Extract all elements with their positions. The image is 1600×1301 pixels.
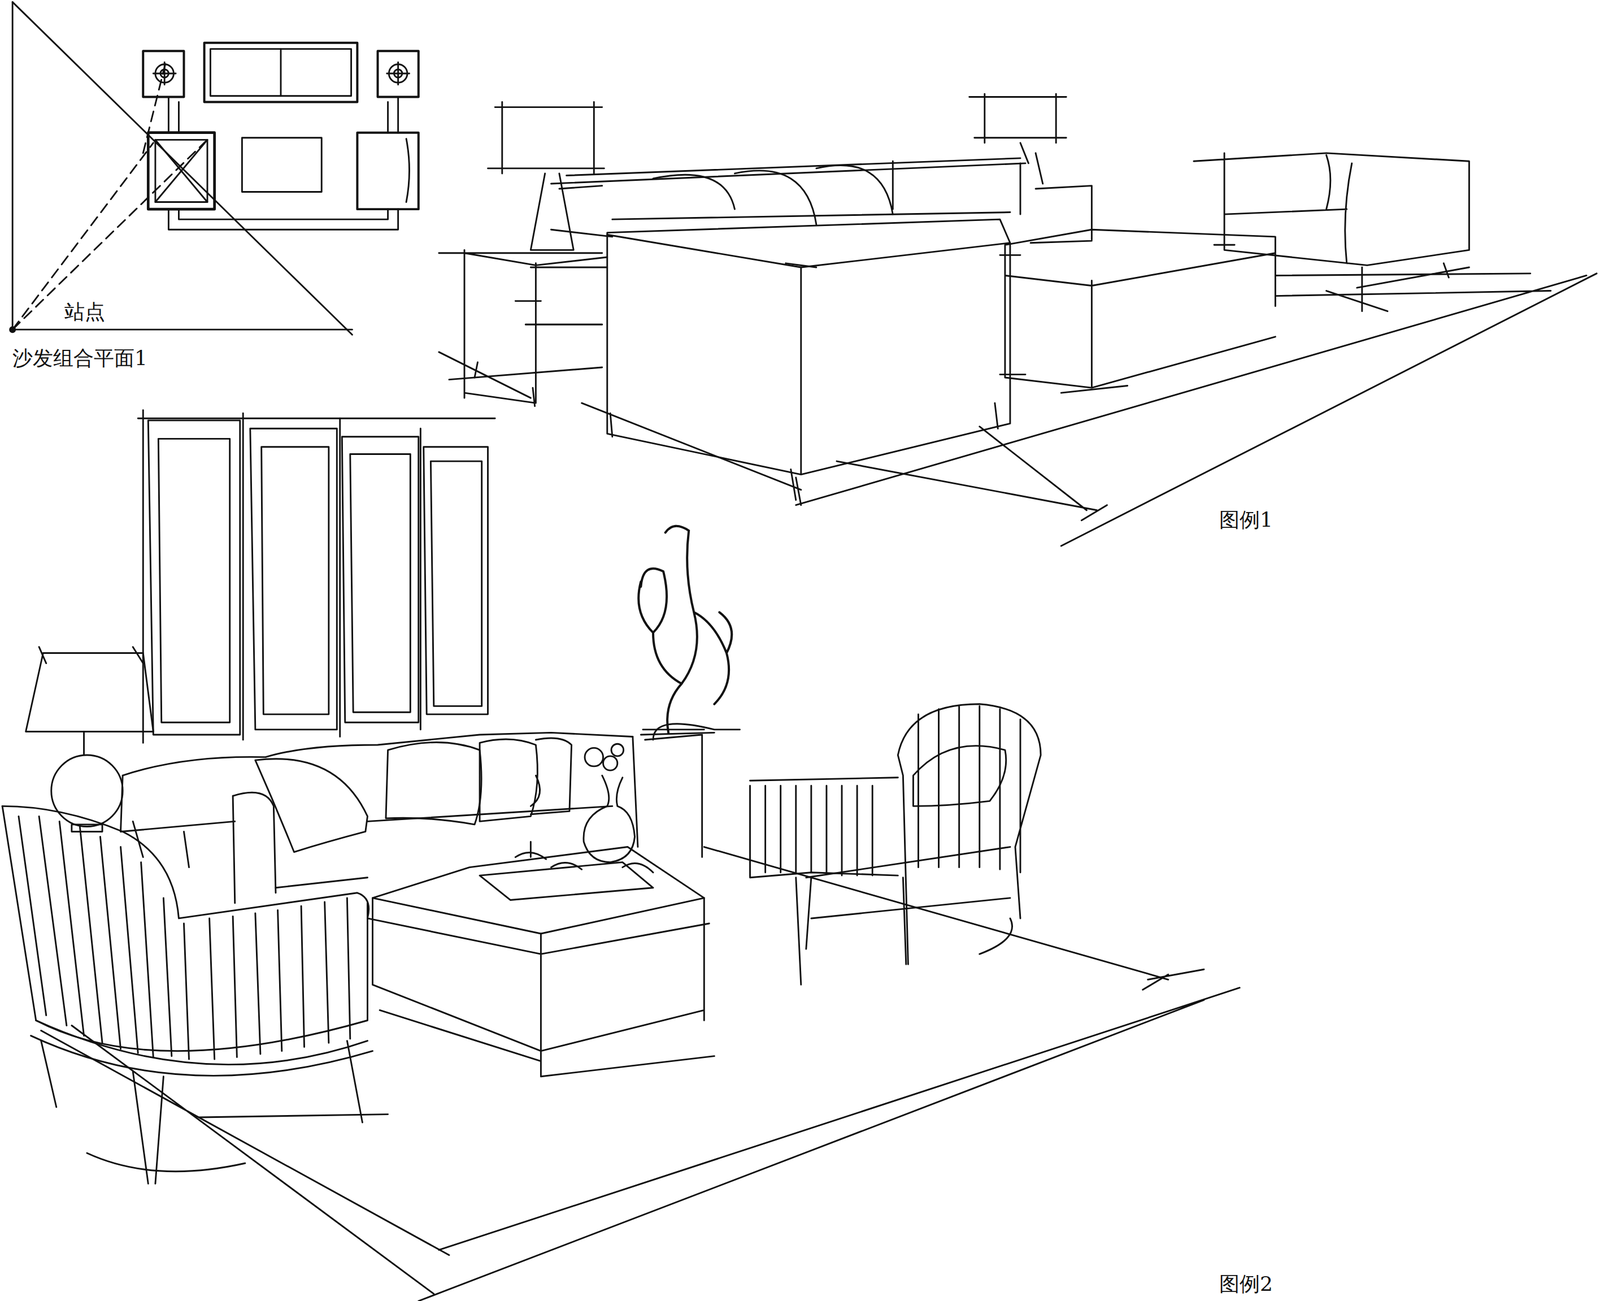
plan-view bbox=[10, 2, 419, 336]
plan-caption: 沙发组合平面1 bbox=[11, 345, 149, 371]
figure-label: 图例1 bbox=[1218, 507, 1275, 532]
figure-label: 图例2 bbox=[1218, 1271, 1275, 1296]
perspective-sketch-1 bbox=[438, 93, 1597, 546]
station-point-label: 站点 bbox=[63, 299, 107, 324]
perspective-sketch-2 bbox=[2, 410, 1240, 1301]
